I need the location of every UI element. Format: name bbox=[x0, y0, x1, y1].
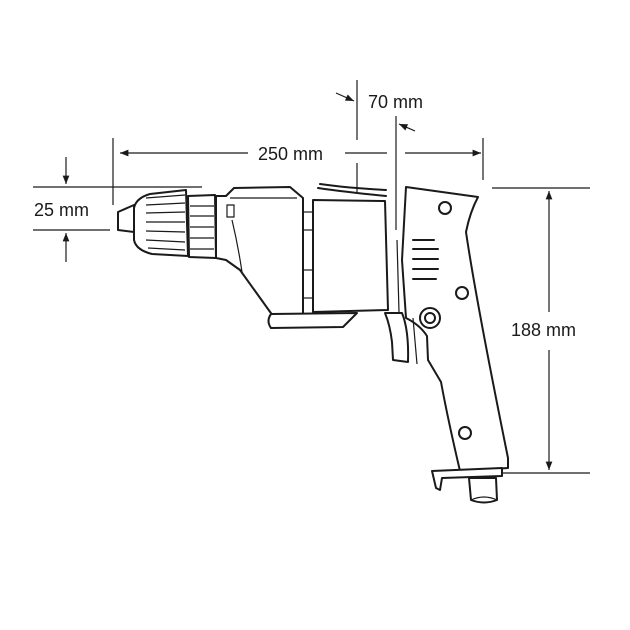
label-188mm: 188 mm bbox=[509, 320, 579, 340]
label-250mm: 250 mm bbox=[256, 144, 326, 164]
dimension-250mm bbox=[112, 138, 484, 205]
drill-motor-housing bbox=[312, 183, 389, 313]
label-70mm: 70 mm bbox=[366, 92, 426, 112]
drill-handle bbox=[401, 186, 509, 472]
label-25mm: 25 mm bbox=[32, 200, 92, 220]
drill-cord-guard bbox=[431, 467, 503, 504]
dimension-188mm bbox=[492, 187, 590, 474]
drill-chuck bbox=[117, 189, 217, 259]
drill-trigger bbox=[267, 307, 441, 365]
dimension-25mm bbox=[33, 157, 202, 262]
dimension-70mm bbox=[335, 80, 416, 313]
drill-front-housing bbox=[215, 186, 313, 317]
